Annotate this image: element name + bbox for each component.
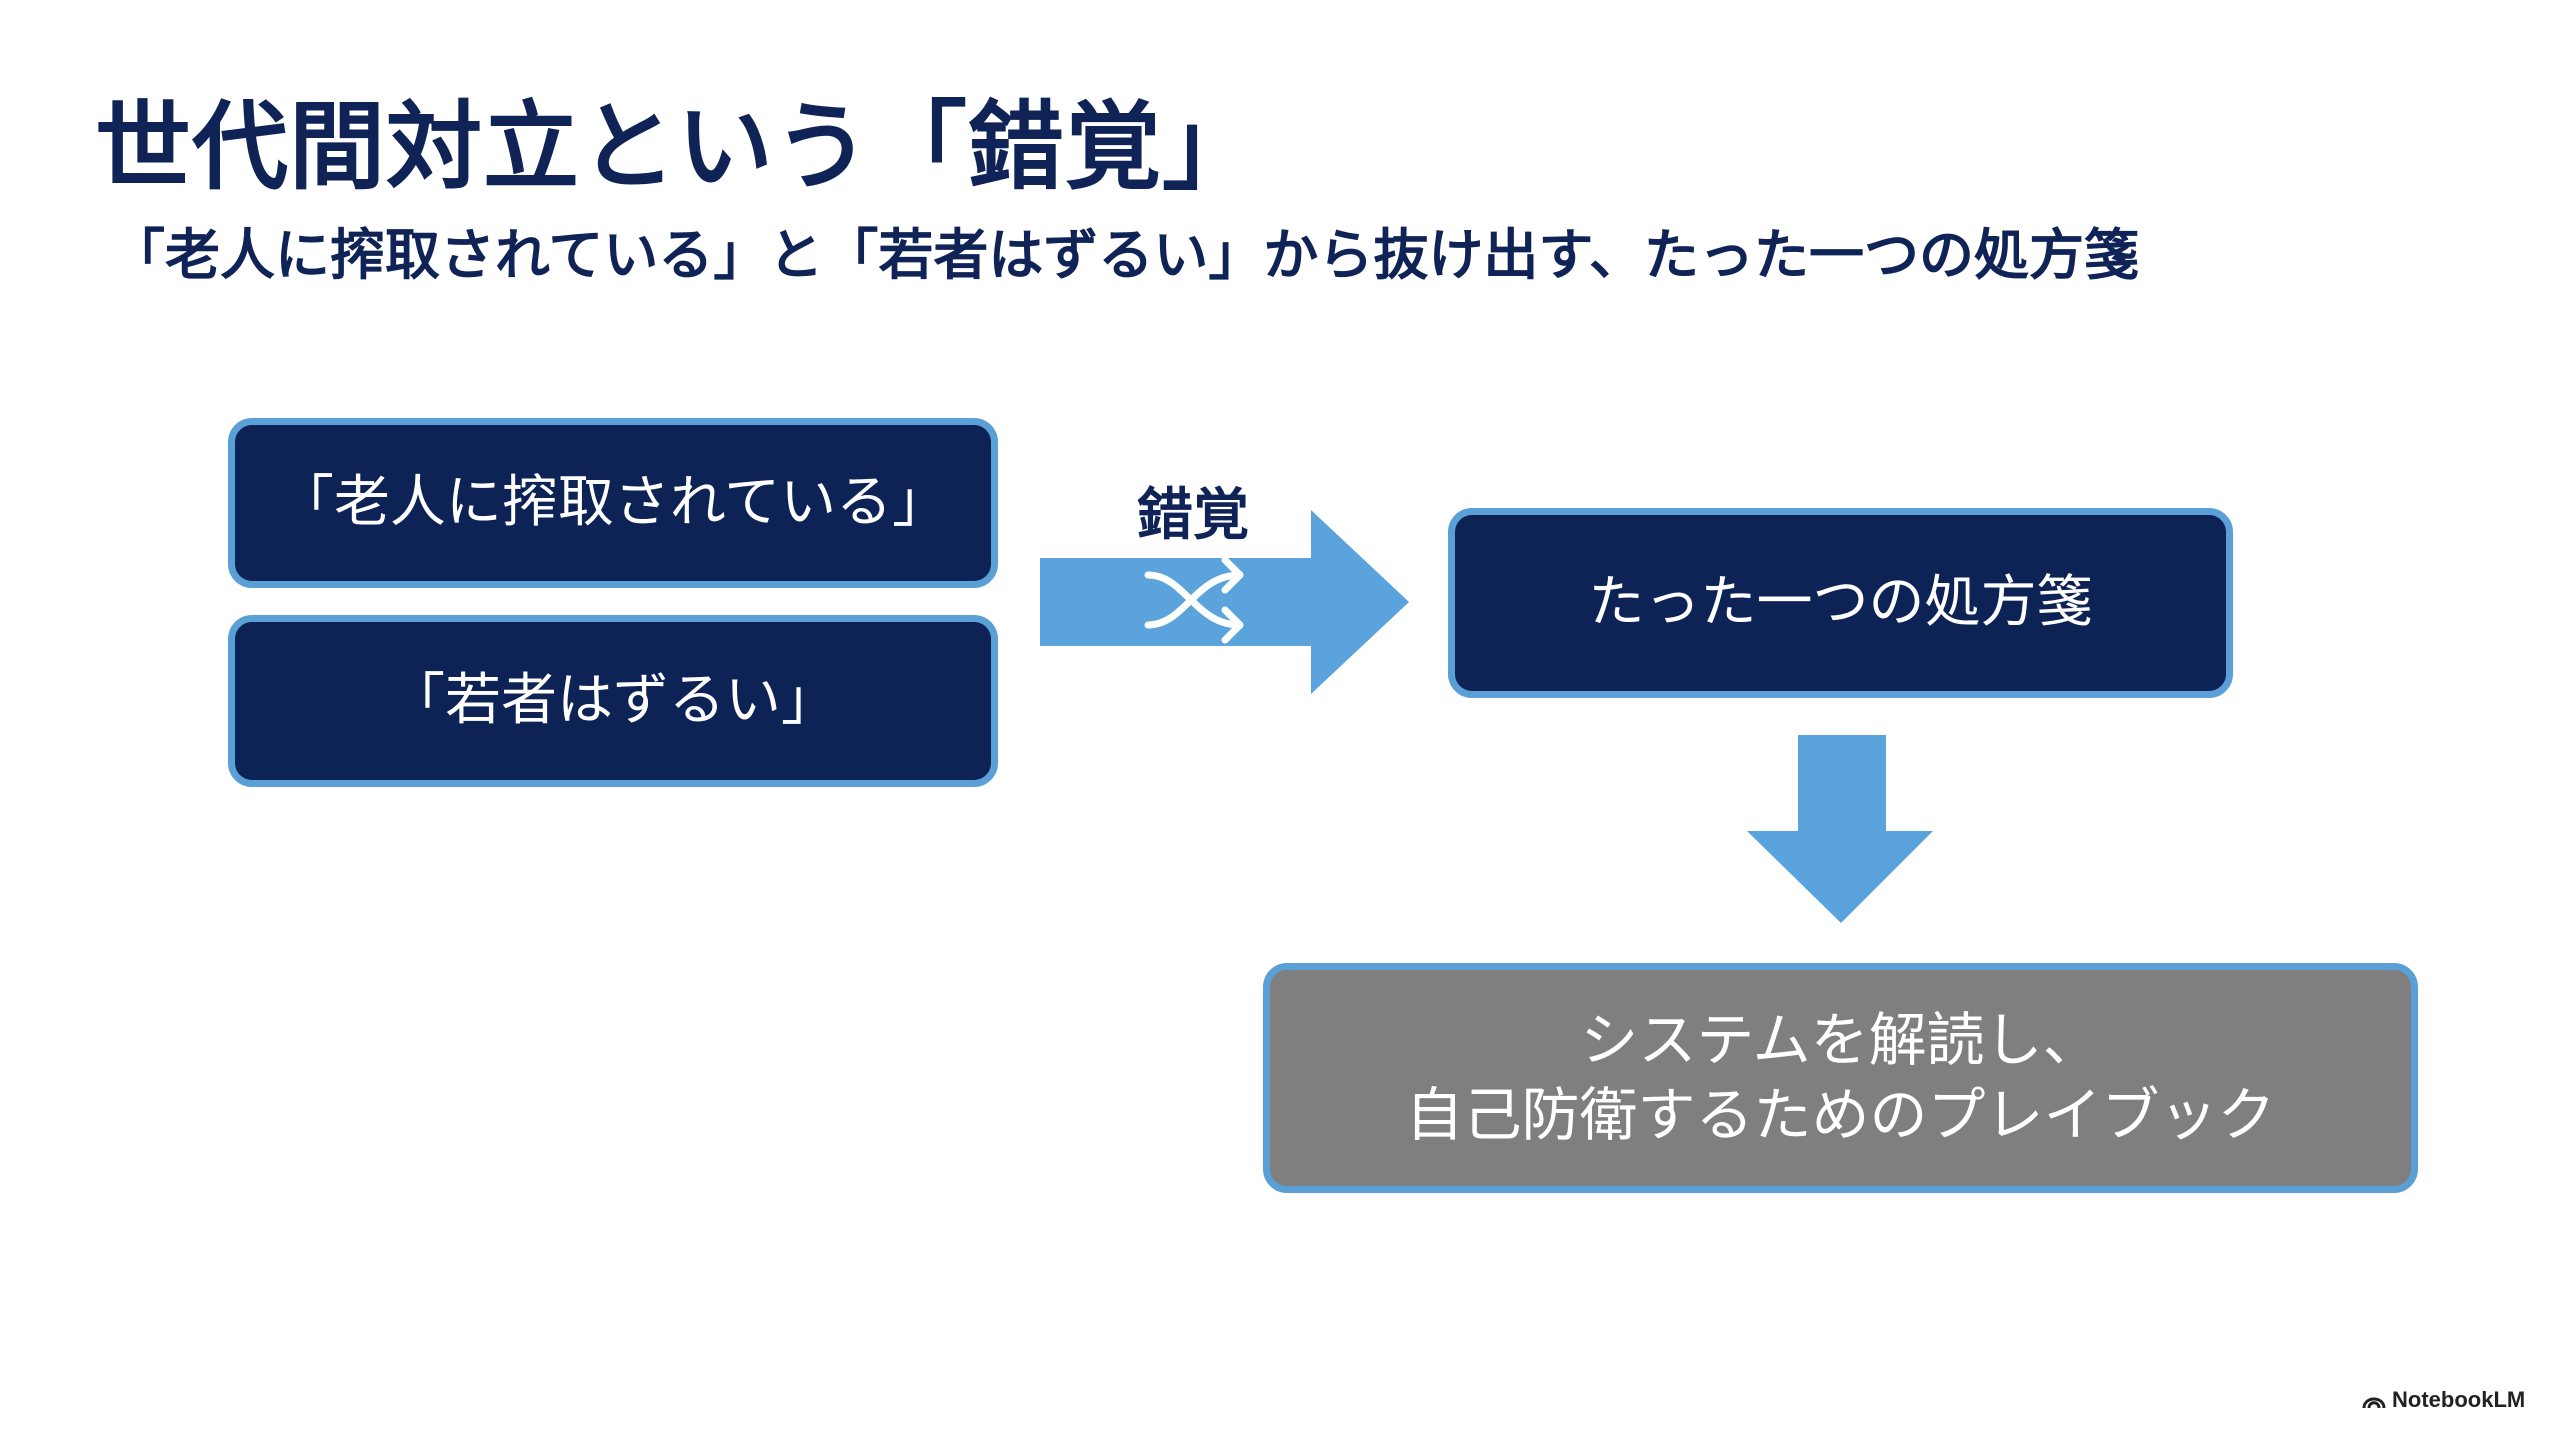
playbook-line-2: 自己防衛するためのプレイブック	[1405, 1081, 2276, 1149]
notebooklm-icon	[2362, 1397, 2386, 1409]
slide-subtitle: 「老人に搾取されている」と「若者はずるい」から抜け出す、たった一つの処方箋	[110, 223, 2139, 287]
playbook-line-1: システムを解読し、	[1580, 1005, 2101, 1074]
illusion-label: 錯覚	[1137, 483, 1249, 548]
box-prescription-label: たった一つの処方箋	[1588, 569, 2093, 635]
box-prescription: たった一つの処方箋	[1448, 508, 2233, 698]
shuffle-icon	[1144, 556, 1244, 644]
box-youth-label: 「若者はずるい」	[389, 667, 837, 733]
logo-text: NotebookLM	[2392, 1387, 2526, 1412]
slide-title: 世代間対立という「錯覚」	[95, 91, 1259, 203]
notebooklm-logo: NotebookLM	[2362, 1387, 2525, 1413]
right-arrow	[1040, 510, 1409, 694]
down-arrow	[1747, 735, 1933, 923]
box-youth-unfair: 「若者はずるい」	[228, 615, 998, 787]
box-playbook: システムを解読し、 自己防衛するためのプレイブック	[1263, 963, 2418, 1193]
box-exploited-label: 「老人に搾取されている」	[277, 469, 949, 535]
box-exploited-by-elderly: 「老人に搾取されている」	[228, 418, 998, 588]
